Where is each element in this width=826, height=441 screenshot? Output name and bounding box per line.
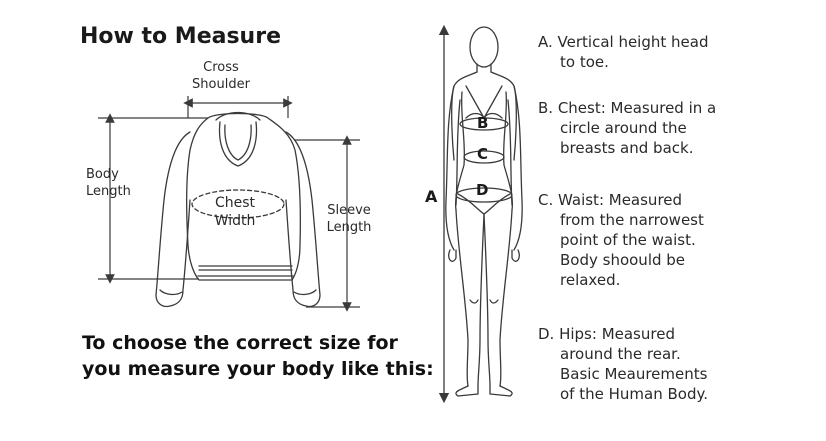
figure-letter-a: A	[425, 187, 438, 206]
figure-letter-d: D	[476, 181, 489, 199]
definition-d: D. Hips: Measured around the rear. Basic…	[538, 325, 708, 403]
figure-letter-c: C	[477, 145, 489, 163]
chest-width-label: Chest Width	[214, 195, 256, 229]
instruction-text: To choose the correct size for you measu…	[82, 332, 434, 380]
definition-c: C. Waist: Measured from the narrowest po…	[538, 191, 704, 289]
figure-letter-b: B	[477, 114, 489, 132]
cross-shoulder-label: Cross Shoulder	[192, 60, 250, 92]
figure-measurements	[438, 24, 513, 404]
sleeve-length-label: Sleeve Length	[326, 203, 372, 235]
definition-b: B. Chest: Measured in a circle around th…	[538, 99, 717, 157]
page-title: How to Measure	[80, 24, 281, 49]
hips-ring	[455, 187, 513, 203]
definition-a: A. Vertical height head to toe.	[538, 33, 709, 71]
body-length-label: Body Length	[86, 167, 131, 199]
sweater-illustration	[155, 111, 321, 308]
chest-ring	[459, 117, 509, 131]
waist-ring	[463, 150, 505, 164]
sweater-arrows	[98, 96, 360, 312]
